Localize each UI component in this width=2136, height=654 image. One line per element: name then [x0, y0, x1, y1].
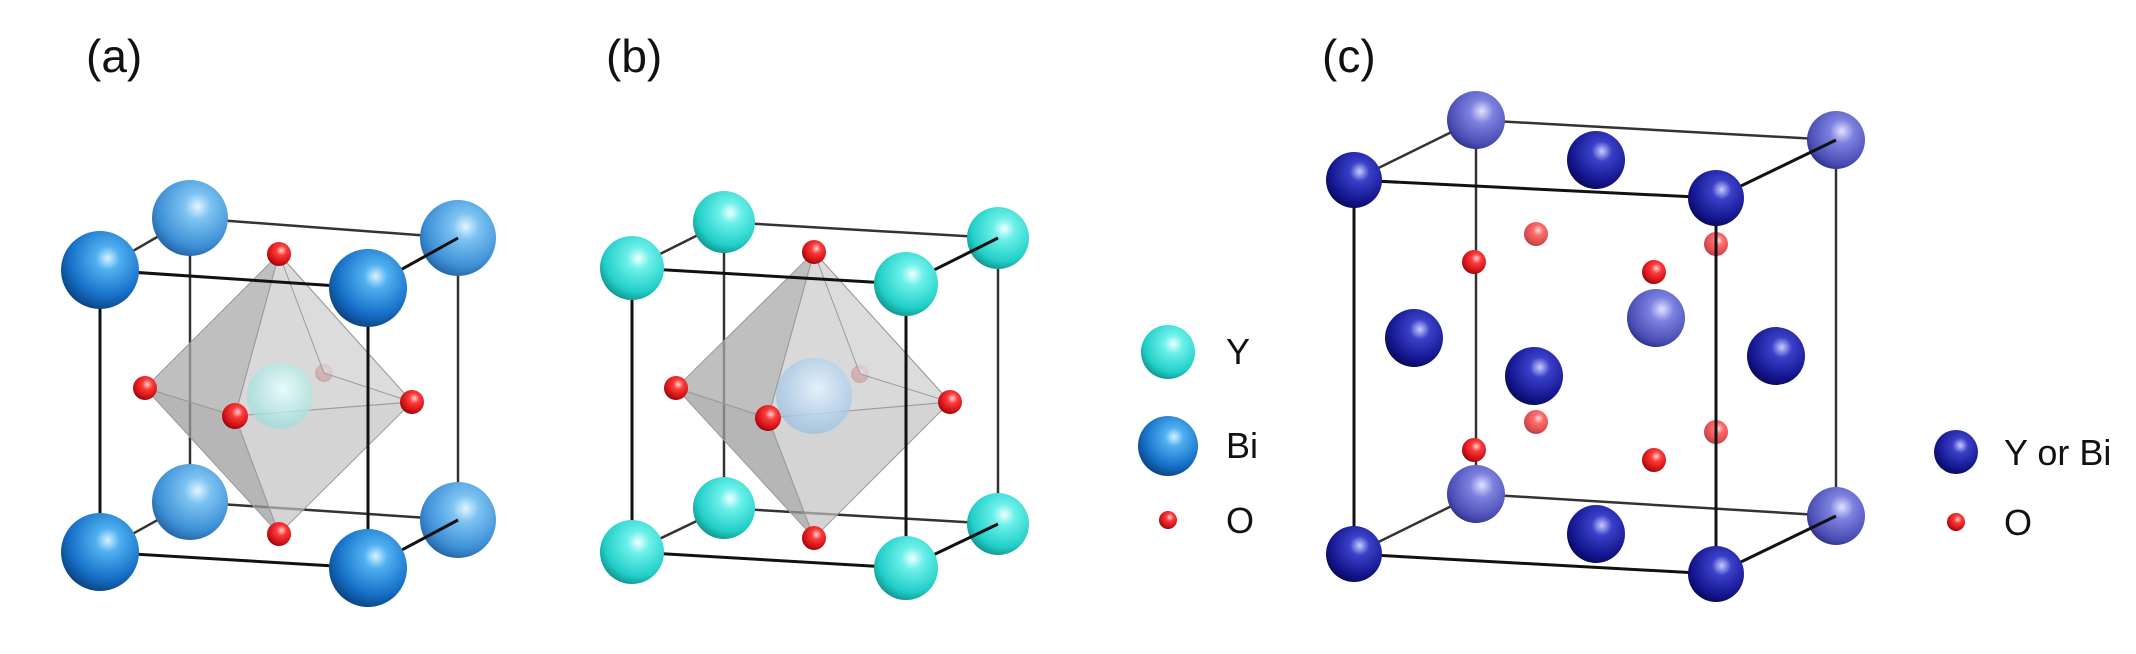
panel-c-label: (c) [1322, 30, 1376, 82]
y-atom [874, 252, 938, 316]
y-or-bi-atom [1326, 152, 1382, 208]
cell-front-edges [630, 236, 999, 570]
oxygen-atom [1462, 438, 1486, 462]
oxygen-atom [755, 405, 781, 431]
oxygen-atom [1462, 250, 1486, 274]
y-atom [600, 520, 664, 584]
oxygen-atom [222, 403, 248, 429]
y-atom [600, 236, 664, 300]
y-atom [693, 477, 755, 539]
legend-c: Y or Bi O [1934, 430, 2111, 543]
legend-o-swatch [1159, 511, 1177, 529]
y-or-bi-atom [1447, 91, 1505, 149]
oxygen-atom [400, 390, 424, 414]
oxygen-atom [802, 240, 826, 264]
bi-atom [152, 464, 228, 540]
octahedron [143, 252, 414, 535]
bi-atom [61, 231, 139, 309]
oxygen-atom [267, 242, 291, 266]
oxygen-atom [267, 522, 291, 546]
y-atom-center [247, 363, 313, 429]
y-atom [874, 536, 938, 600]
legend-o-label: O [1226, 500, 1254, 541]
y-or-bi-atom [1567, 505, 1625, 563]
legend-bi-swatch [1138, 416, 1198, 476]
panel-b-label: (b) [606, 30, 662, 82]
y-or-bi-atom [1385, 309, 1443, 367]
y-or-bi-atom [1688, 546, 1744, 602]
bi-atom [329, 529, 407, 607]
oxygen-atom [802, 526, 826, 550]
y-or-bi-atom [1688, 170, 1744, 226]
panel-a-label: (a) [86, 30, 142, 82]
legend-y-or-bi-swatch [1934, 430, 1978, 474]
cell-front-edges [1352, 138, 1837, 576]
y-or-bi-atom [1505, 347, 1563, 405]
y-or-bi-atom [1747, 327, 1805, 385]
legend-y-swatch [1141, 325, 1195, 379]
oxygen-atom [1642, 448, 1666, 472]
oxygen-atom [938, 390, 962, 414]
panel-a: (a) [61, 30, 496, 607]
bi-atom-center [776, 358, 852, 434]
y-or-bi-atom [1447, 465, 1505, 523]
legend-y-label: Y [1226, 331, 1250, 372]
legend-y-or-bi-label: Y or Bi [2004, 432, 2111, 473]
legend-ab: Y Bi O [1138, 325, 1258, 541]
legend-o-label: O [2004, 502, 2032, 543]
bi-atom [61, 513, 139, 591]
y-atom [693, 191, 755, 253]
legend-bi-label: Bi [1226, 425, 1258, 466]
oxygen-atom [1524, 222, 1548, 246]
y-or-bi-atom [1326, 526, 1382, 582]
panel-b: (b) [600, 30, 1029, 600]
legend-o-swatch [1947, 513, 1965, 531]
panel-c: (c) [1322, 30, 1865, 602]
y-or-bi-atom [1627, 289, 1685, 347]
oxygen-atom [1642, 260, 1666, 284]
oxygen-atom [1524, 410, 1548, 434]
bi-atom [152, 180, 228, 256]
y-or-bi-atom [1567, 131, 1625, 189]
bi-atom [329, 249, 407, 327]
oxygen-atom [133, 376, 157, 400]
oxygen-atom [664, 376, 688, 400]
